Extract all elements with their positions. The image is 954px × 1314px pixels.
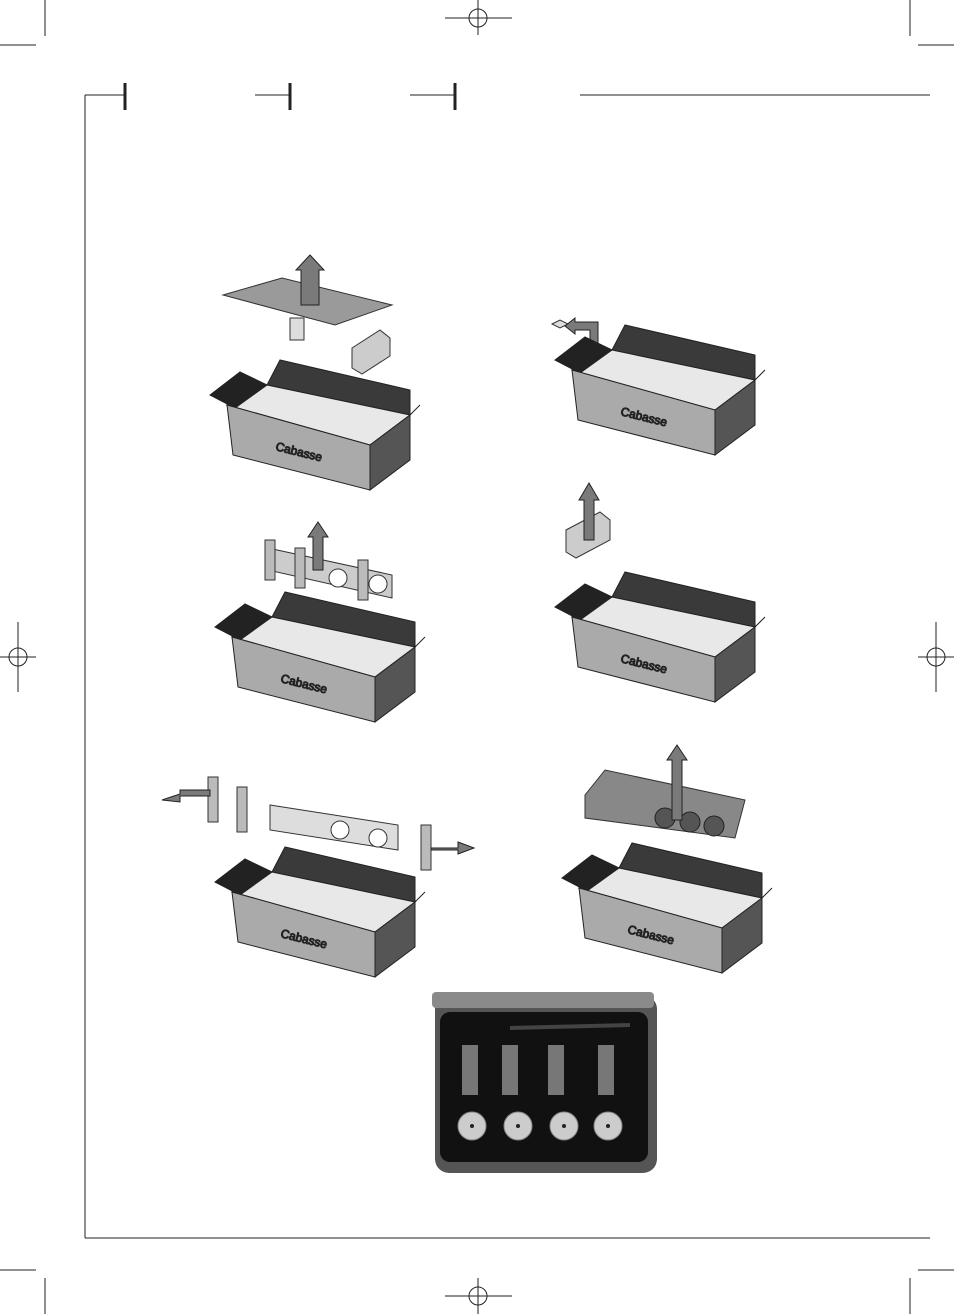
shipping-box: Cabasse (561, 842, 773, 974)
removed-parts (264, 539, 393, 601)
arrow-icon (161, 789, 211, 803)
removed-parts (207, 776, 476, 871)
shipping-box: Cabasse (214, 846, 426, 978)
shipping-box: Cabasse (214, 591, 426, 723)
arrow-icon (578, 482, 600, 541)
shipping-box: Cabasse (554, 571, 766, 703)
arrow-icon (307, 521, 329, 571)
shipping-box: Cabasse (554, 324, 766, 456)
accessory-case (432, 992, 657, 1173)
arrow-icon (666, 744, 688, 821)
shipping-box: Cabasse (209, 359, 421, 491)
removed-parts (584, 769, 746, 839)
spike-set (462, 1045, 614, 1095)
arrow-icon (294, 254, 326, 306)
